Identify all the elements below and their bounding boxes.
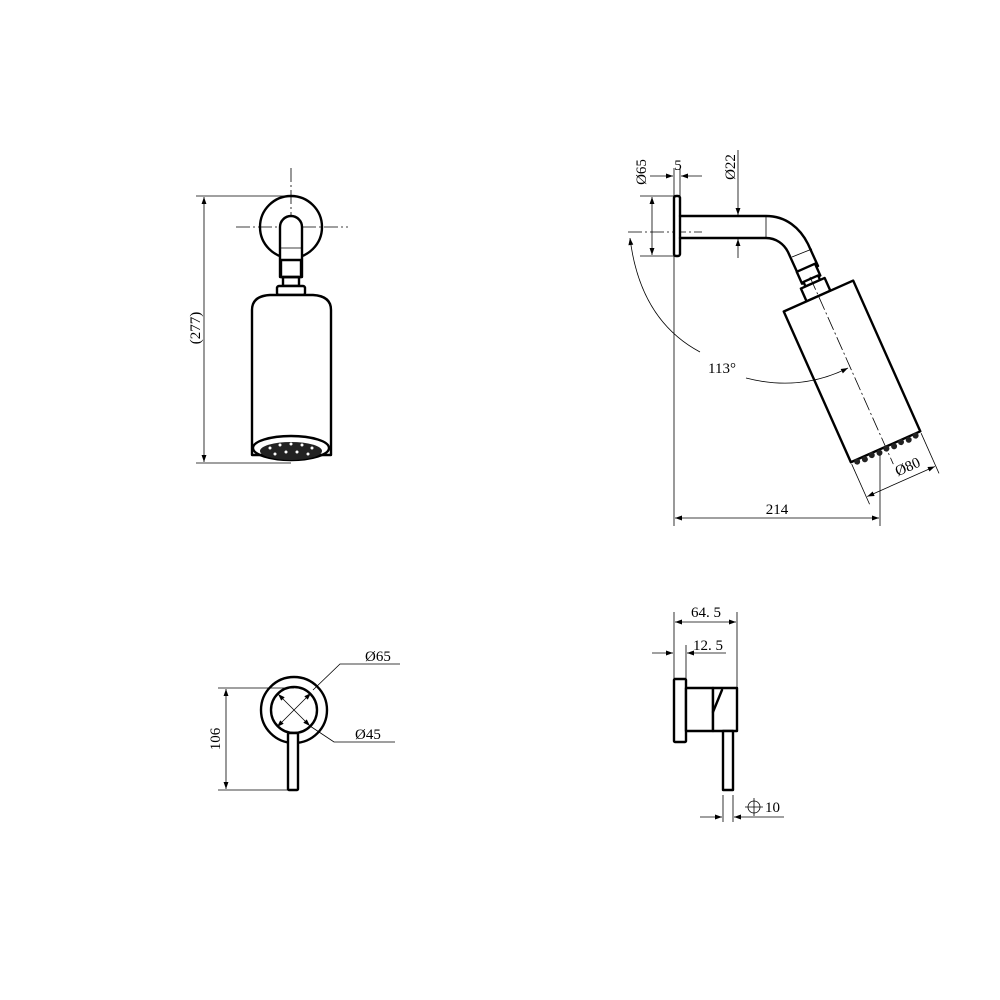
flange-diameter-label: Ø65 [634, 159, 650, 185]
wall-flange [672, 194, 682, 258]
height-label: 106 [208, 727, 224, 750]
shower-head-body [250, 293, 333, 457]
outer-diameter-label: Ø65 [365, 649, 391, 665]
head-diameter-label: Ø80 [893, 455, 923, 480]
shower-side-view: Ø80 5 Ø65 Ø22 113° 214 [628, 150, 940, 526]
mixer-front-view: Ø65 Ø45 106 [208, 649, 400, 792]
shower-front-view: (277) [188, 168, 348, 464]
flange-label: 12. 5 [693, 638, 723, 654]
arm-diameter-label: Ø22 [723, 154, 739, 180]
angle-label: 113° [708, 361, 736, 377]
depth-label: 64. 5 [691, 605, 721, 621]
shower-head-side: Ø80 [782, 262, 940, 505]
height-label: (277) [188, 312, 204, 345]
lever-diameter-label: 10 [765, 800, 780, 816]
projection-label: 214 [766, 502, 789, 518]
flange-thickness-label: 5 [674, 158, 682, 174]
nozzles [260, 442, 322, 460]
mixer-lever [286, 731, 300, 792]
mixer-side-view: 64. 5 12. 5 10 [652, 605, 784, 822]
diameter-symbol-icon [745, 798, 763, 816]
shower-arm [678, 214, 820, 268]
inner-diameter-label: Ø45 [355, 727, 381, 743]
